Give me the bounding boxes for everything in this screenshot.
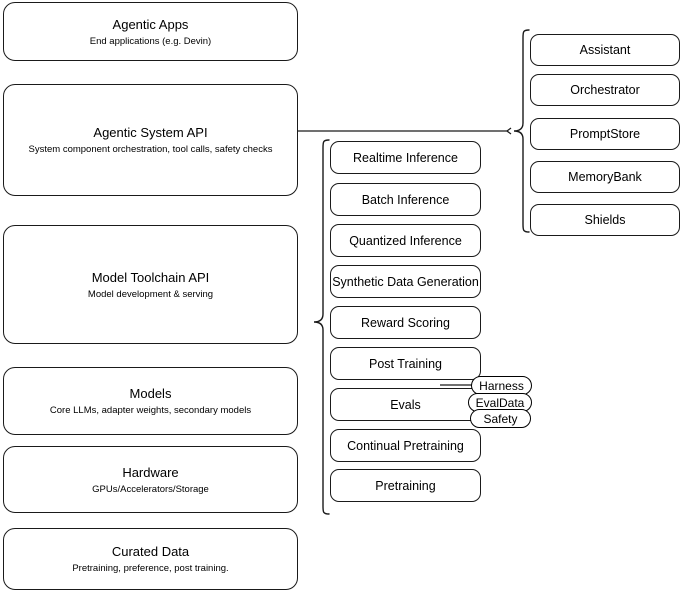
toolchain-chip-synthetic-data-generation[interactable]: Synthetic Data Generation: [330, 265, 481, 298]
layer-subtitle: End applications (e.g. Devin): [89, 35, 212, 47]
layer-box-models[interactable]: Models Core LLMs, adapter weights, secon…: [3, 367, 298, 435]
system-chip-orchestrator[interactable]: Orchestrator: [530, 74, 680, 106]
layer-subtitle: GPUs/Accelerators/Storage: [92, 483, 209, 495]
layer-subtitle: Core LLMs, adapter weights, secondary mo…: [49, 405, 252, 416]
layer-box-agentic-system-api[interactable]: Agentic System API System component orch…: [3, 84, 298, 196]
chip-label: PromptStore: [569, 127, 641, 141]
layer-subtitle: System component orchestration, tool cal…: [28, 144, 273, 155]
toolchain-chip-continual-pretraining[interactable]: Continual Pretraining: [330, 429, 481, 462]
toolchain-chip-evals[interactable]: Evals: [330, 388, 481, 421]
system-chip-shields[interactable]: Shields: [530, 204, 680, 236]
toolchain-chip-realtime-inference[interactable]: Realtime Inference: [330, 141, 481, 174]
pill-label: Safety: [483, 411, 518, 426]
chip-label: Assistant: [579, 43, 631, 57]
chip-label: Pretraining: [375, 478, 436, 493]
chip-label: Batch Inference: [361, 192, 450, 207]
chip-label: Orchestrator: [570, 83, 640, 97]
chip-label: Reward Scoring: [361, 315, 450, 330]
chip-label: Evals: [390, 397, 421, 412]
evals-pill-safety[interactable]: Safety: [470, 409, 531, 428]
chip-label: MemoryBank: [568, 170, 642, 184]
system-api-connector-line: [298, 125, 518, 139]
chip-label: Synthetic Data Generation: [332, 274, 479, 289]
chip-label: Shields: [584, 213, 626, 227]
layer-box-model-toolchain-api[interactable]: Model Toolchain API Model development & …: [3, 225, 298, 344]
layer-box-curated-data[interactable]: Curated Data Pretraining, preference, po…: [3, 528, 298, 590]
layer-box-agentic-apps[interactable]: Agentic Apps End applications (e.g. Devi…: [3, 2, 298, 61]
chip-label: Continual Pretraining: [347, 438, 464, 453]
chip-label: Post Training: [369, 356, 442, 371]
layer-title: Curated Data: [111, 544, 190, 559]
layer-title: Model Toolchain API: [91, 269, 210, 285]
toolchain-components-brace: [310, 138, 332, 518]
system-chip-memorybank[interactable]: MemoryBank: [530, 161, 680, 193]
pill-label: EvalData: [475, 395, 525, 410]
toolchain-chip-batch-inference[interactable]: Batch Inference: [330, 183, 481, 216]
toolchain-chip-reward-scoring[interactable]: Reward Scoring: [330, 306, 481, 339]
toolchain-chip-pretraining[interactable]: Pretraining: [330, 469, 481, 502]
system-chip-promptstore[interactable]: PromptStore: [530, 118, 680, 150]
layer-title: Models: [129, 386, 172, 401]
layer-title: Hardware: [122, 464, 179, 480]
layer-box-hardware[interactable]: Hardware GPUs/Accelerators/Storage: [3, 446, 298, 513]
layer-subtitle: Model development & serving: [87, 288, 214, 300]
layer-title: Agentic Apps: [112, 16, 189, 32]
chip-label: Quantized Inference: [349, 233, 462, 248]
pill-label: Harness: [479, 378, 524, 393]
chip-label: Realtime Inference: [353, 150, 458, 165]
layer-title: Agentic System API: [93, 125, 208, 140]
system-chip-assistant[interactable]: Assistant: [530, 34, 680, 66]
layer-subtitle: Pretraining, preference, post training.: [72, 563, 229, 574]
toolchain-chip-quantized-inference[interactable]: Quantized Inference: [330, 224, 481, 257]
toolchain-chip-post-training[interactable]: Post Training: [330, 347, 481, 380]
